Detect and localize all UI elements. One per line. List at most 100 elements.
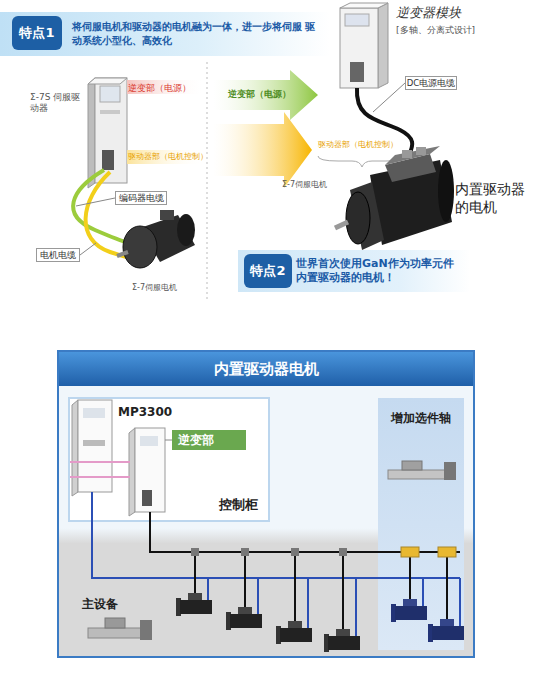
tee-junction [241, 548, 249, 556]
callout-box: 电机电缆 [36, 248, 80, 262]
green-arrow [213, 70, 318, 120]
network-drop [207, 578, 209, 600]
motor-flange [391, 604, 396, 622]
bus-connector [438, 547, 456, 557]
inverter-label: 逆变部 [172, 430, 246, 450]
module-connector [350, 62, 364, 82]
divider-line [207, 62, 208, 300]
motor-body [230, 614, 262, 628]
product-label: 内置驱动器 的电机 [455, 180, 533, 216]
drive-housing [385, 154, 436, 182]
equipment-label: 主设备 [82, 596, 118, 612]
motor-back [438, 160, 454, 222]
axis-carriage [402, 461, 422, 470]
motor-shaft [335, 222, 348, 228]
badge-text: 特点1 [12, 16, 62, 50]
motor-body [395, 606, 427, 620]
part-label: 逆变器模块 [396, 4, 461, 21]
bus-drop [409, 552, 411, 599]
bus-drop [446, 552, 448, 619]
callout-text: DC电源电缆 [406, 77, 456, 89]
motor-drive [238, 607, 252, 614]
part-label: Σ-7伺服电机 [132, 283, 177, 293]
motor-flange [428, 624, 433, 642]
network-line [92, 492, 460, 578]
machine-carriage [105, 618, 125, 628]
motor-connector [160, 210, 174, 220]
axis-base [388, 470, 450, 479]
frame-title: 内置驱动器电机 [59, 352, 473, 386]
drive-connector [416, 147, 426, 155]
inverter-display [140, 436, 158, 446]
leader-line [165, 440, 172, 441]
motor-body [432, 626, 464, 640]
network-drop [307, 578, 309, 628]
callout-text: 电机电缆 [37, 249, 79, 261]
drive-connector [402, 150, 412, 158]
motor-drive [403, 599, 417, 606]
motor-flange [350, 182, 384, 250]
callout-box: DC电源电缆 [405, 76, 457, 90]
motor-body [328, 636, 360, 650]
controller-detail [83, 440, 105, 446]
motor-drive [288, 621, 302, 628]
system-frame: 内置驱动器电机控制柜 逆变部 增加选件轴 [57, 350, 475, 658]
motor-shaft [117, 252, 128, 256]
motor-flange [324, 634, 329, 652]
bus-drop [342, 552, 344, 629]
link-line [70, 461, 130, 463]
motor-cable [86, 172, 146, 258]
machine-base [88, 628, 148, 638]
controller-display [83, 408, 105, 418]
motor-face [346, 192, 370, 244]
network-drop [355, 578, 357, 636]
motor-drive [336, 629, 350, 636]
controller-side [72, 400, 78, 496]
machine-end [140, 620, 152, 640]
cabinet-label: 控制柜 [219, 496, 258, 514]
motor-body [370, 160, 452, 245]
module-side [378, 3, 388, 88]
callout-box: 编码器电缆 [115, 191, 167, 205]
motor-flange [276, 626, 281, 644]
drive-connector [102, 150, 114, 170]
axis-end [444, 462, 456, 480]
yellow-arrow [213, 112, 312, 188]
drive-body [95, 78, 127, 183]
encoder-cable [73, 170, 142, 243]
callout-text: 编码器电缆 [116, 192, 166, 204]
network-drop [422, 578, 424, 606]
feature-badge: 特点2 [244, 254, 292, 288]
module-top [340, 3, 388, 8]
network-drop [459, 578, 461, 626]
part-label: 逆变部（电源） [128, 82, 191, 94]
drive-display [100, 86, 120, 102]
feature-banner: 将伺服电机和驱动器的电机融为一体，进一步将伺服 驱动系统小型化、高效化特点1 [0, 12, 330, 56]
tee-junction [339, 548, 347, 556]
leader-line [76, 198, 115, 206]
inverter-side [129, 428, 135, 516]
link-line [70, 476, 130, 478]
motor-drive [188, 593, 202, 600]
feature-banner: 世界首次使用GaN作为功率元件 内置驱动器的电机！特点2 [238, 250, 470, 292]
motor-body [140, 215, 195, 262]
inverter-body [135, 428, 165, 512]
feature-badge: 特点1 [12, 16, 62, 50]
leader-line [373, 83, 405, 112]
region-label: 增加选件轴 [378, 398, 464, 427]
drive-side [88, 78, 95, 188]
inverter-box: 逆变部 [172, 430, 246, 450]
bus-drop [244, 552, 246, 607]
banner-text: 将伺服电机和驱动器的电机融为一体，进一步将伺服 驱动系统小型化、高效化 [72, 20, 320, 48]
motor-body [280, 628, 312, 642]
motor-drive [440, 619, 454, 626]
motor-flange [123, 226, 157, 268]
part-label: Σ-7S 伺服驱动器 [30, 92, 88, 114]
drive-top [88, 78, 127, 84]
tee-junction [191, 548, 199, 556]
part-note: [多轴、分离式设计] [396, 24, 475, 36]
